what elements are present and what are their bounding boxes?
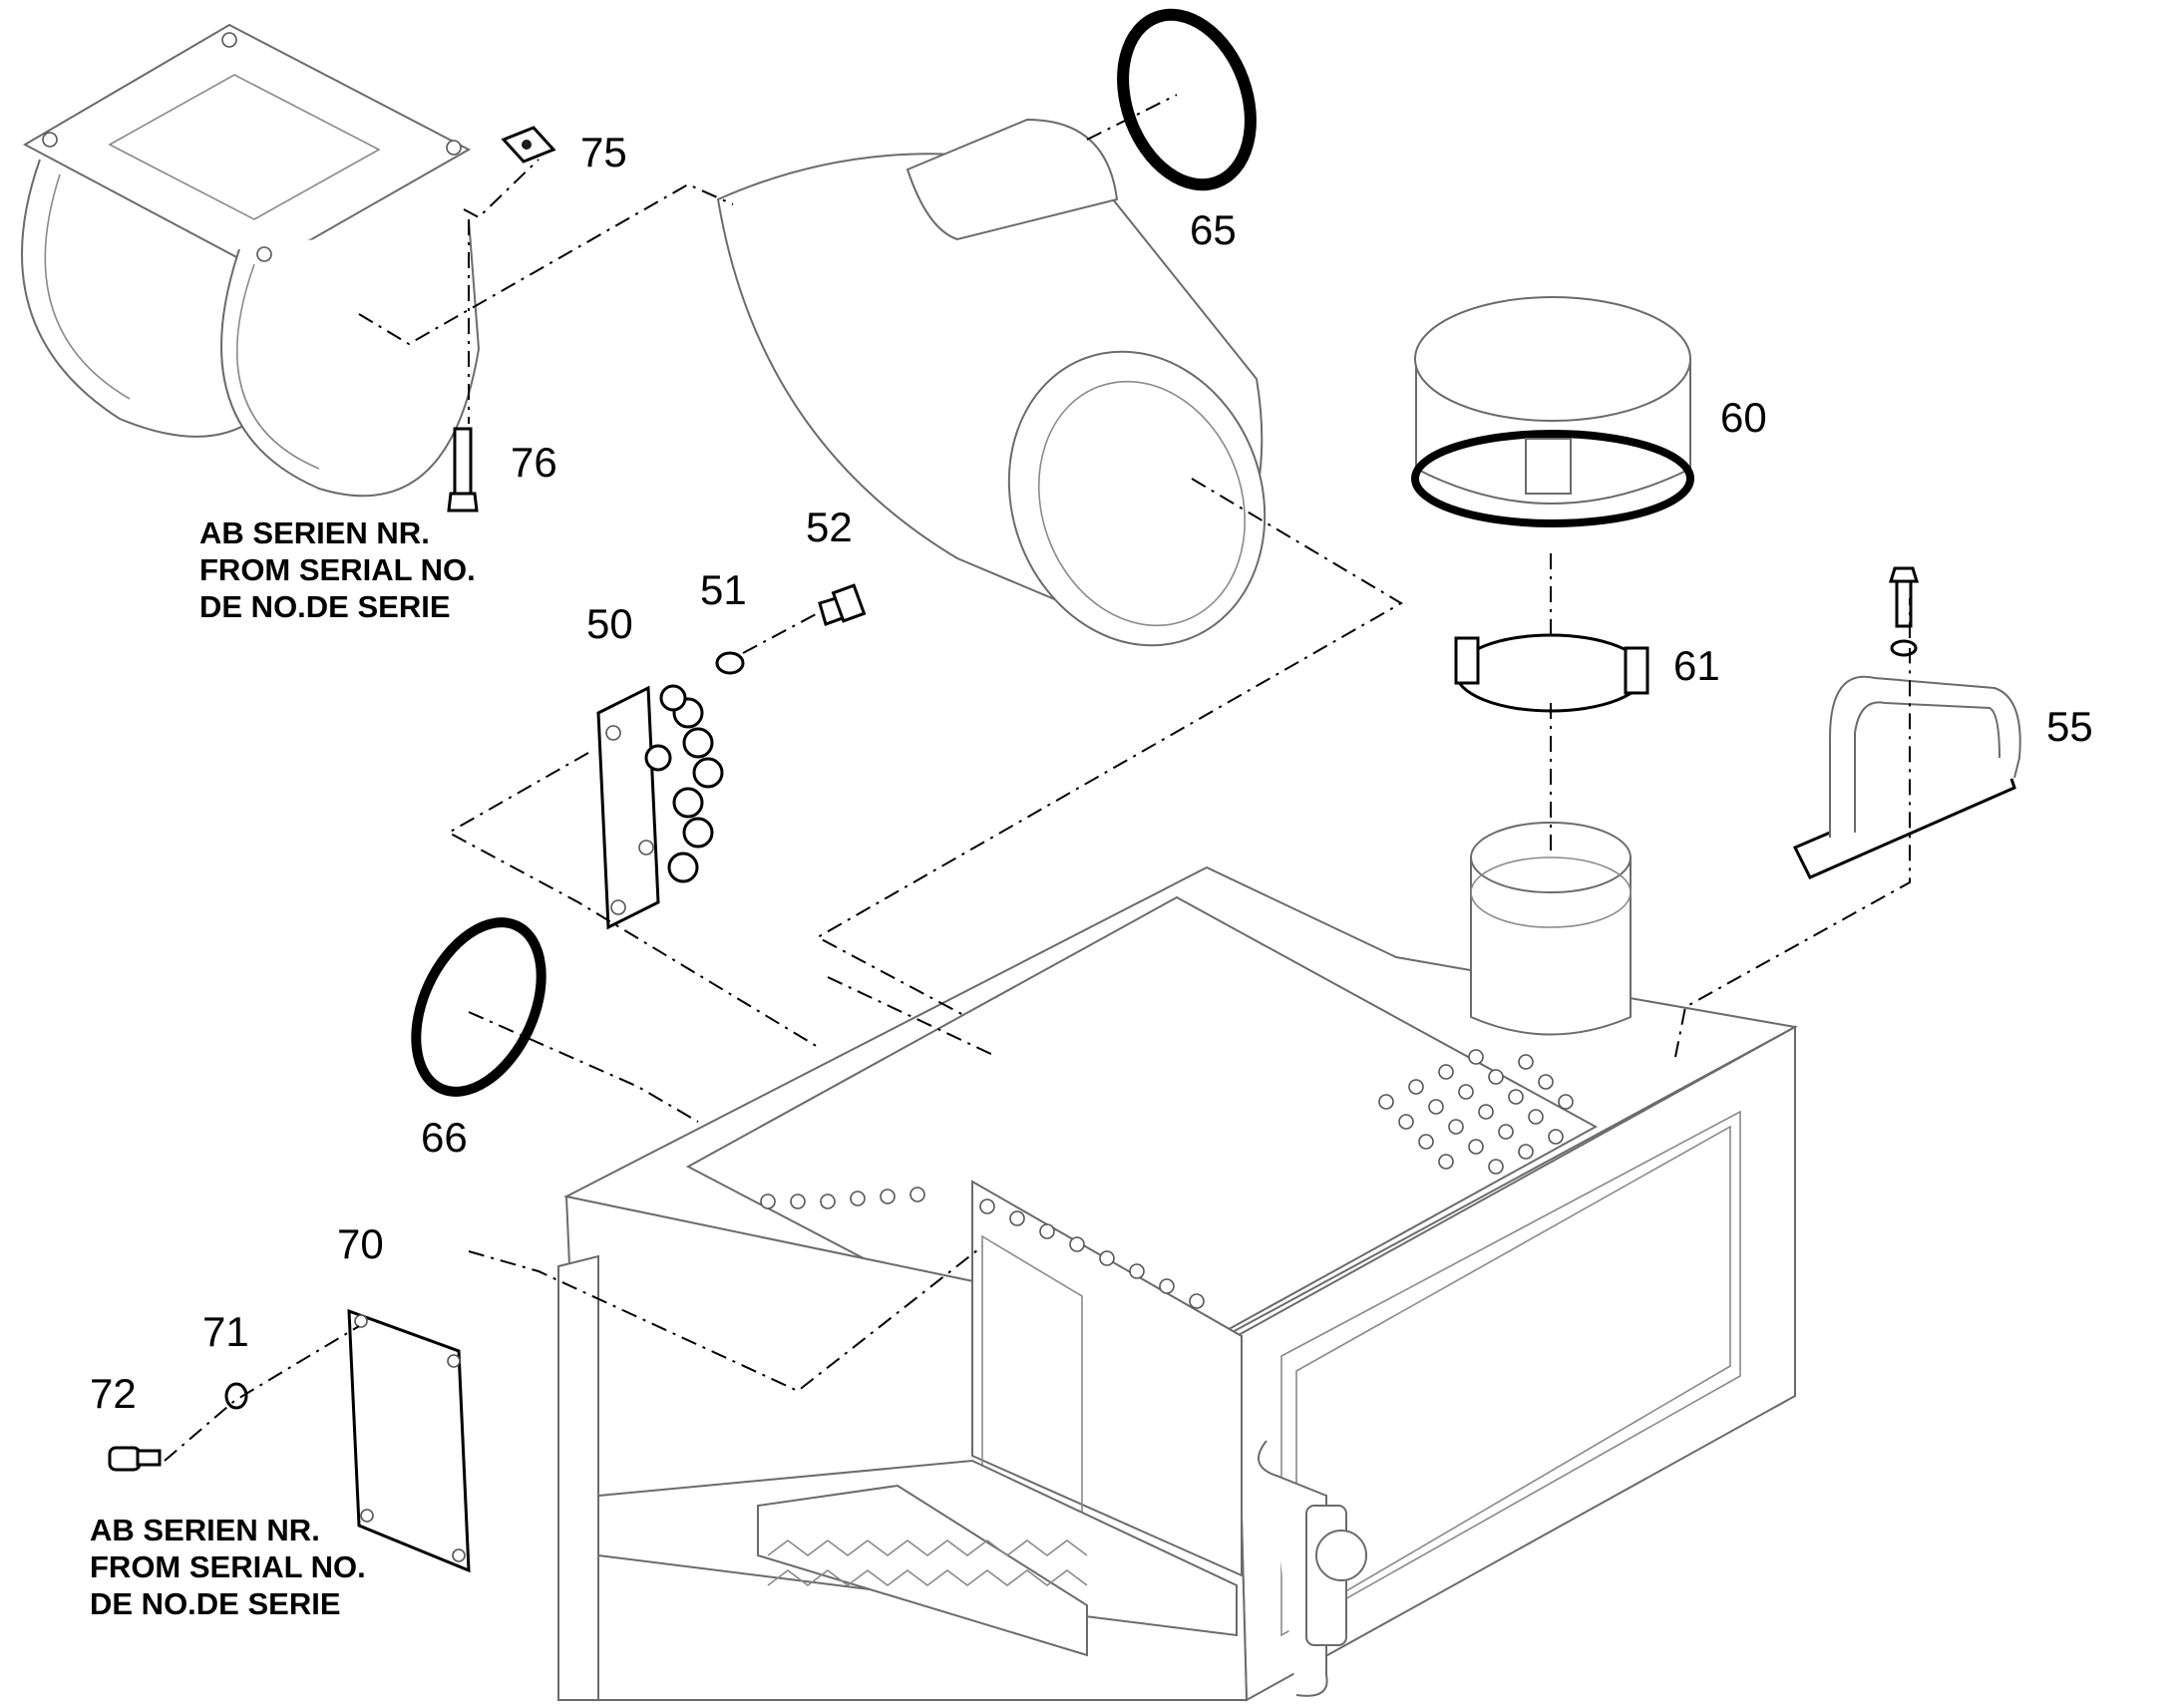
callout-61: 61 — [1673, 642, 1720, 689]
part-70-cover-plate — [347, 1308, 471, 1573]
serial-note-top: AB SERIEN NR. FROM SERIAL NO. DE NO.DE S… — [199, 515, 476, 624]
callout-65: 65 — [1190, 206, 1237, 253]
callout-75: 75 — [580, 129, 627, 175]
part-60-cap — [1411, 296, 1694, 527]
part-50-valve-block — [596, 684, 724, 930]
strap-bracket — [21, 23, 481, 498]
serial-note-top-line2: FROM SERIAL NO. — [199, 552, 476, 587]
callout-labels: 75 65 76 52 60 51 50 61 55 66 70 71 72 — [90, 129, 2093, 1417]
callout-66: 66 — [421, 1114, 468, 1161]
callout-76: 76 — [511, 439, 557, 486]
serial-note-top-line3: DE NO.DE SERIE — [199, 589, 451, 624]
callout-72: 72 — [90, 1370, 137, 1417]
part-51-washer — [715, 651, 745, 675]
part-72-bolt — [108, 1446, 162, 1472]
callout-71: 71 — [202, 1308, 249, 1355]
part-71-washer — [224, 1382, 248, 1410]
assembly-lines — [164, 94, 1911, 1462]
valve-fittings — [644, 684, 724, 883]
serial-note-bottom-line1: AB SERIEN NR. — [90, 1513, 320, 1547]
part-66-gasket — [411, 917, 546, 1097]
part-55-handle — [1792, 566, 2021, 879]
callout-51: 51 — [700, 566, 747, 613]
callout-60: 60 — [1720, 394, 1767, 441]
callout-50: 50 — [586, 600, 633, 647]
serial-note-top-line1: AB SERIEN NR. — [199, 515, 430, 550]
serial-note-bottom-line3: DE NO.DE SERIE — [90, 1586, 341, 1621]
serial-note-bottom-line2: FROM SERIAL NO. — [90, 1549, 366, 1584]
serial-note-bottom: AB SERIEN NR. FROM SERIAL NO. DE NO.DE S… — [90, 1513, 366, 1621]
callout-52: 52 — [806, 504, 853, 550]
part-52-bolt — [818, 583, 867, 626]
vent-holes — [1378, 1049, 1574, 1175]
callout-70: 70 — [337, 1220, 384, 1267]
part-75-clip-nut — [501, 126, 556, 164]
part-76-bolt — [447, 427, 479, 512]
bolt-row — [760, 1187, 1205, 1309]
part-52-filter-canister — [716, 118, 1267, 647]
part-65-gasket — [1117, 8, 1257, 191]
callout-55: 55 — [2046, 703, 2093, 750]
part-61-clamp — [1454, 633, 1649, 713]
main-housing — [557, 822, 1799, 1702]
